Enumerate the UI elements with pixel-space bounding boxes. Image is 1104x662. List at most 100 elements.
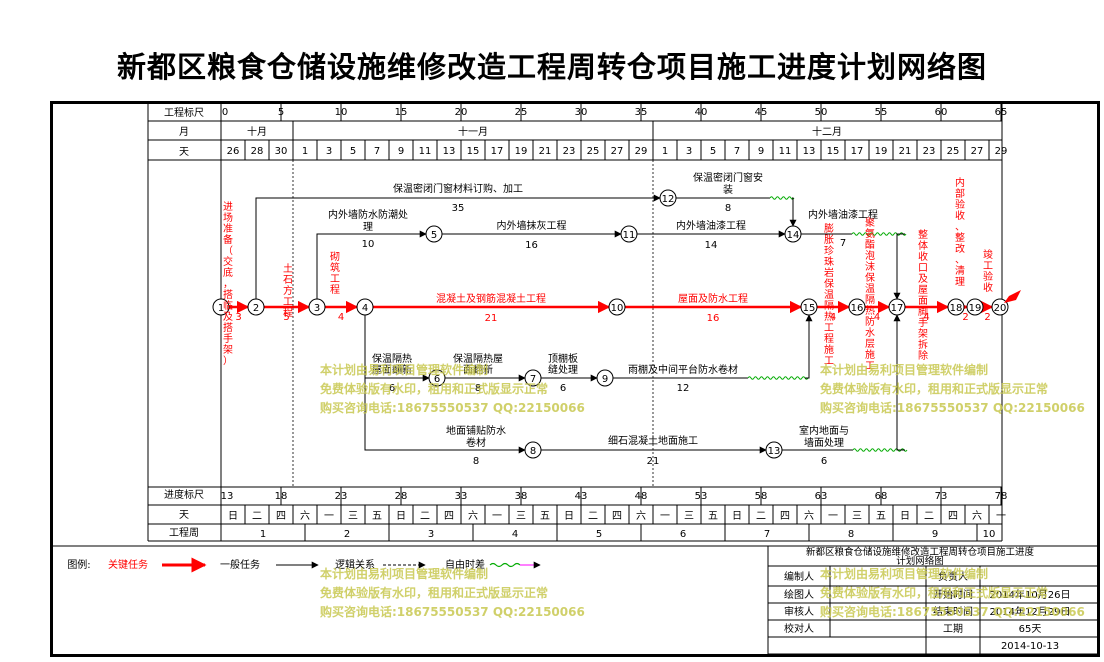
- day-cell: 25: [587, 146, 600, 157]
- month-label-cell: 十月: [247, 125, 267, 138]
- task-duration-3-4: 4: [338, 312, 344, 323]
- task-name-13-17-b: 墙面处理: [804, 436, 844, 449]
- task-name-19-20: 竣工验收: [983, 248, 993, 294]
- event-node-label-1: 1: [218, 303, 224, 314]
- day-cell: 3: [686, 146, 692, 157]
- task-duration-9-15: 12: [677, 383, 690, 394]
- event-node-1: [212, 298, 230, 316]
- event-node-label-18: 18: [950, 303, 963, 314]
- weekday-cell: 六: [636, 510, 646, 522]
- scale-tick-label: 0: [222, 107, 228, 118]
- event-node-label-20: 20: [994, 303, 1007, 314]
- day-cell: 3: [326, 146, 332, 157]
- task-arrow-13-17-end: [893, 314, 905, 451]
- day-cell: 21: [899, 146, 912, 157]
- weekday-cell: 四: [444, 511, 454, 522]
- week-cell: 3: [428, 529, 434, 540]
- weekday-cell: 日: [396, 511, 406, 522]
- day-cell: 27: [971, 146, 984, 157]
- event-node-label-10: 10: [611, 303, 624, 314]
- day-cell: 15: [827, 146, 840, 157]
- task-name-2-12: 保温密闭门窗材料订购、加工: [393, 182, 523, 195]
- event-node-label-2: 2: [253, 303, 259, 314]
- task-name-18-19: 内部验收、整改、清理: [955, 176, 965, 288]
- progress-tick-label: 33: [455, 491, 468, 502]
- scale-tick-label: 5: [278, 107, 284, 118]
- event-node-4: [356, 298, 374, 316]
- task-arrow-12-14-end: [789, 197, 797, 227]
- weekday-cell: 五: [876, 511, 886, 522]
- task-name-3-4: 砌筑工程: [330, 251, 340, 296]
- event-node-16: [848, 298, 866, 316]
- task-name-4-6-a: 保温隔热: [372, 352, 412, 365]
- day-cell: 13: [803, 146, 816, 157]
- task-arrow-4-8: [364, 315, 526, 454]
- day-cell: 21: [539, 146, 552, 157]
- task-name-15-16: 膨胀珍珠岩保温隔热工程施工: [824, 222, 834, 367]
- week-cell: 6: [680, 529, 686, 540]
- day-cell: 9: [398, 146, 404, 157]
- progress-tick-label: 58: [755, 491, 768, 502]
- task-duration-8-13: 21: [647, 456, 660, 467]
- page-title: 新都区粮食仓储设施维修改造工程周转仓项目施工进度计划网络图: [116, 50, 987, 84]
- event-node-2: [247, 298, 265, 316]
- scale-tick-label: 55: [875, 107, 888, 118]
- watermark-line3: 购买咨询电话:18675550537 QQ:22150066: [320, 400, 585, 415]
- event-node-label-5: 5: [431, 230, 437, 241]
- week-cell: 5: [596, 529, 602, 540]
- event-node-label-13: 13: [768, 446, 781, 457]
- task-name-1-2: 进场准备（交底，搭临及搭手架）: [223, 201, 233, 367]
- task-arrow-2-12: [255, 194, 661, 299]
- weekday-cell: 一: [828, 511, 838, 522]
- info-project-title-2: 计划网络图: [896, 555, 944, 567]
- task-name-9-15: 雨棚及中间平台防水卷材: [628, 363, 738, 376]
- task-duration-5-11: 16: [525, 240, 538, 251]
- event-node-label-3: 3: [314, 303, 320, 314]
- day-cell: 11: [419, 146, 432, 157]
- week-cell: 1: [260, 529, 266, 540]
- legend-critical-text: 关键任务: [108, 558, 148, 571]
- day-cell: 17: [491, 146, 504, 157]
- weekday-cell: 五: [372, 511, 382, 522]
- weekday-cell: 六: [804, 510, 814, 522]
- weekday-cell: 日: [228, 511, 238, 522]
- event-node-label-8: 8: [530, 446, 536, 457]
- day-cell: 15: [467, 146, 480, 157]
- scale-label: 工程标尺: [164, 107, 204, 119]
- task-name-7-9-a: 顶棚板: [548, 352, 578, 365]
- task-name-4-8-b: 卷材: [466, 436, 486, 449]
- task-duration-7-9: 6: [560, 383, 566, 394]
- scale-tick-label: 30: [575, 107, 588, 118]
- watermark-line2: 免费体验版有水印，租用和正式版显示正常: [320, 381, 548, 396]
- scale-tick-label: 40: [695, 107, 708, 118]
- task-duration-19-20: 2: [984, 312, 990, 323]
- task-duration-13-17: 6: [821, 456, 827, 467]
- info-reviewer-label: 审核人: [784, 605, 814, 618]
- event-node-3: [308, 298, 326, 316]
- scale-tick-label: 20: [455, 107, 468, 118]
- day-cell: 7: [734, 146, 740, 157]
- day-cell: 19: [875, 146, 888, 157]
- task-name-17-18: 整体收口及屋面脚手架拆除: [918, 228, 928, 362]
- task-duration-17-18: 4: [923, 312, 929, 323]
- task-duration-16-17: 4: [874, 312, 880, 323]
- task-name-5-11: 内外墙抹灰工程: [497, 219, 567, 232]
- task-duration-2-3: 5: [283, 312, 289, 323]
- week-cell: 9: [932, 529, 938, 540]
- weekday-cell: 二: [756, 511, 766, 522]
- day-cell: 29: [995, 146, 1008, 157]
- event-node-8: [524, 441, 542, 459]
- info-editor-label: 编制人: [784, 570, 814, 583]
- weekday-cell: 三: [348, 511, 358, 522]
- task-name-3-5-b: 理: [363, 221, 373, 233]
- info-end-value: 2014年12月29日: [990, 605, 1071, 618]
- task-name-4-8-a: 地面铺贴防水: [446, 424, 506, 437]
- progress-tick-label: 53: [695, 491, 708, 502]
- info-duration-value: 65天: [1019, 624, 1042, 635]
- day-cell: 29: [635, 146, 648, 157]
- week-cell: 7: [764, 529, 770, 540]
- task-name-3-5-a: 内外墙防水防潮处: [328, 208, 408, 221]
- day-cell: 23: [563, 146, 576, 157]
